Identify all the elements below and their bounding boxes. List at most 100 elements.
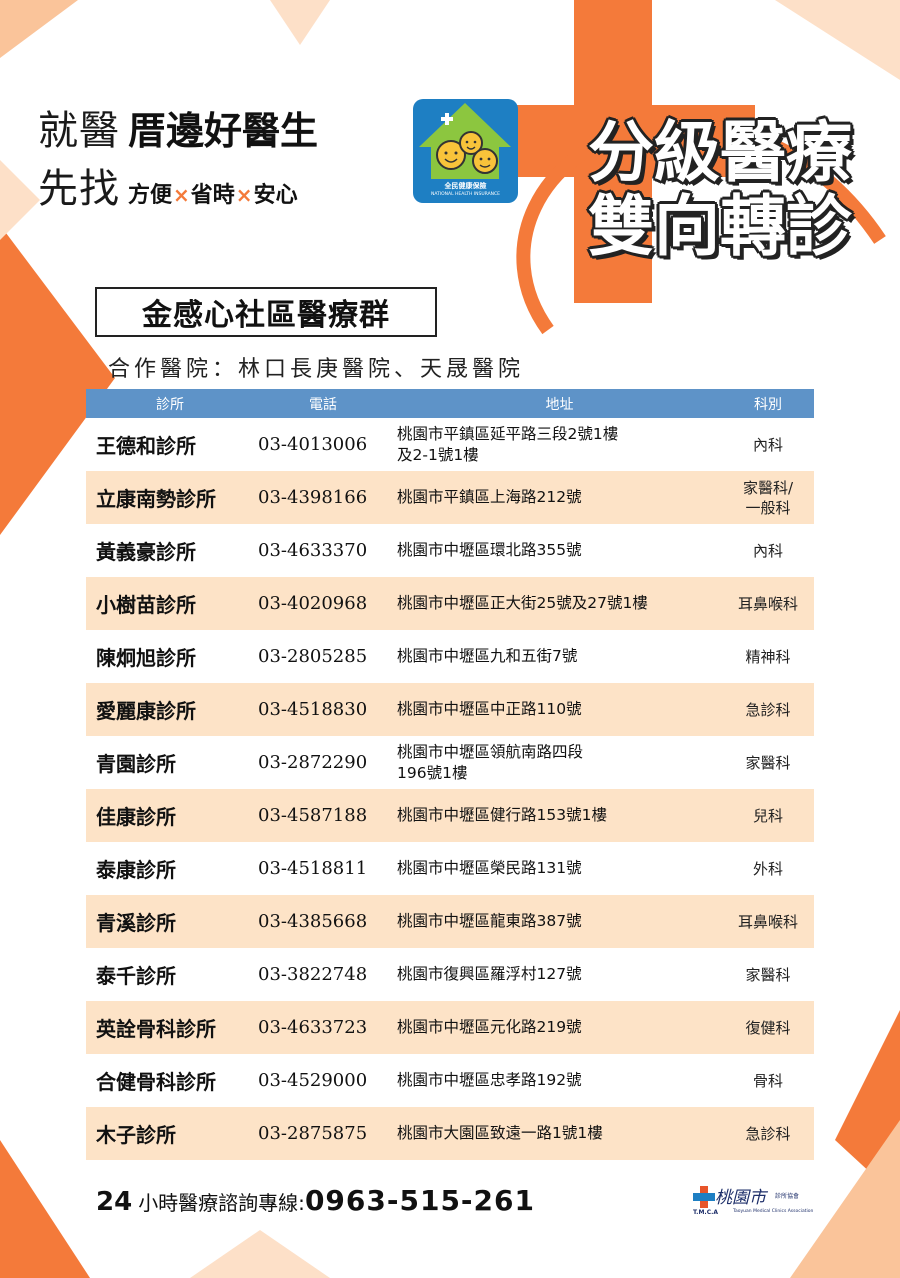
address-line-1: 桃園市中壢區忠孝路192號	[397, 1071, 582, 1089]
clinic-department: 家醫科	[722, 753, 814, 773]
clinic-name: 愛麗康診所	[96, 699, 196, 723]
clinic-name: 黃義豪診所	[96, 540, 196, 564]
clinic-phone: 03-4633370	[258, 540, 368, 561]
table-row: 青園診所 03-2872290 桃園市中壢區領航南路四段 196號1樓 家醫科	[86, 736, 814, 789]
address-line-2: 及2-1號1樓	[397, 445, 479, 464]
clinic-address: 桃園市中壢區正大街25號及27號1樓	[392, 593, 722, 614]
clinic-address: 桃園市中壢區中正路110號	[392, 699, 722, 720]
clinic-department: 精神科	[722, 647, 814, 667]
separator-icon: ×	[235, 183, 253, 207]
clinic-table: 診所 電話 地址 科別 王德和診所 03-4013006 桃園市平鎮區延平路三段2號…	[86, 389, 814, 1160]
clinic-address: 桃園市中壢區元化路219號	[392, 1017, 722, 1038]
department-line-1: 耳鼻喉科	[737, 912, 798, 931]
clinic-department: 家醫科	[722, 965, 814, 985]
clinic-address: 桃園市大園區致遠一路1號1樓	[392, 1123, 722, 1144]
table-row: 青溪診所 03-4385668 桃園市中壢區龍東路387號 耳鼻喉科	[86, 895, 814, 948]
department-line-1: 精神科	[745, 647, 791, 666]
clinic-address: 桃園市中壢區九和五街7號	[392, 646, 722, 667]
clinic-phone: 03-2805285	[258, 646, 368, 667]
department-line-1: 家醫科/	[742, 478, 794, 497]
clinic-phone: 03-4013006	[258, 434, 368, 455]
clinic-phone: 03-4529000	[258, 1070, 368, 1091]
clinic-address: 桃園市中壢區領航南路四段 196號1樓	[392, 742, 722, 784]
address-line-1: 桃園市中壢區領航南路四段	[397, 742, 584, 761]
department-line-1: 復健科	[745, 1018, 791, 1037]
department-line-1: 內科	[752, 435, 783, 454]
partner-hospitals: 合作醫院：林口長庚醫院、天晟醫院	[108, 357, 525, 382]
medical-cross-icon	[693, 1186, 715, 1208]
table-row: 陳炯旭診所 03-2805285 桃園市中壢區九和五街7號 精神科	[86, 630, 814, 683]
clinic-address: 桃園市中壢區健行路153號1樓	[392, 805, 722, 826]
clinic-address: 桃園市中壢區環北路355號	[392, 540, 722, 561]
main-title-line1: 分級醫療	[588, 114, 852, 191]
hotline-label: 小時醫療諮詢專線:	[138, 1191, 305, 1215]
header-phone: 電話	[309, 396, 337, 413]
department-line-1: 兒科	[752, 806, 783, 825]
clinic-department: 急診科	[722, 1124, 814, 1144]
nhi-logo-text: 全民健康保險	[444, 182, 487, 190]
address-line-1: 桃園市中壢區中正路110號	[397, 700, 582, 718]
clinic-name: 泰康診所	[96, 858, 176, 882]
group-name: 金感心社區醫療群	[142, 298, 390, 333]
nhi-logo-subtext: NATIONAL HEALTH INSURANCE	[430, 192, 501, 197]
address-line-1: 桃園市平鎮區延平路三段2號1樓	[397, 424, 619, 443]
address-line-1: 桃園市復興區羅浮村127號	[397, 965, 582, 983]
clinic-department: 兒科	[722, 806, 814, 826]
clinic-name: 泰千診所	[96, 964, 176, 988]
table-row: 泰千診所 03-3822748 桃園市復興區羅浮村127號 家醫科	[86, 948, 814, 1001]
clinic-name: 青溪診所	[96, 911, 176, 935]
slogan-prefix-1: 就醫	[38, 108, 120, 154]
clinic-department: 急診科	[722, 700, 814, 720]
clinic-address: 桃園市平鎮區上海路212號	[392, 487, 722, 508]
tag-peace-of-mind: 安心	[253, 183, 298, 208]
address-line-2: 196號1樓	[397, 763, 468, 782]
clinic-name: 陳炯旭診所	[96, 646, 196, 670]
tag-convenient: 方便	[128, 183, 173, 208]
header-department: 科別	[754, 396, 782, 413]
clinic-address: 桃園市中壢區龍東路387號	[392, 911, 722, 932]
clinic-address: 桃園市復興區羅浮村127號	[392, 964, 722, 985]
tag-time-saving: 省時	[190, 183, 235, 208]
address-line-1: 桃園市中壢區榮民路131號	[397, 859, 582, 877]
address-line-1: 桃園市中壢區健行路153號1樓	[397, 806, 607, 824]
main-title-line2: 雙向轉診	[588, 188, 852, 265]
clinic-name: 合健骨科診所	[96, 1070, 216, 1094]
address-line-1: 桃園市中壢區環北路355號	[397, 541, 582, 559]
clinic-department: 外科	[722, 859, 814, 879]
hotline: 24 小時醫療諮詢專線: 0963-515-261	[96, 1184, 535, 1217]
clinic-department: 耳鼻喉科	[722, 594, 814, 614]
department-line-2: 一般科	[745, 498, 791, 517]
clinic-phone: 03-4385668	[258, 911, 368, 932]
address-line-1: 桃園市中壢區九和五街7號	[397, 647, 578, 665]
header-address: 地址	[545, 396, 574, 413]
clinic-phone: 03-3822748	[258, 964, 368, 985]
table-row: 合健骨科診所 03-4529000 桃園市中壢區忠孝路192號 骨科	[86, 1054, 814, 1107]
department-line-1: 骨科	[752, 1071, 783, 1090]
department-line-1: 外科	[752, 859, 783, 878]
table-row: 王德和診所 03-4013006 桃園市平鎮區延平路三段2號1樓及2-1號1樓 內科	[86, 418, 814, 471]
tmca-name: 桃園市	[715, 1188, 766, 1208]
clinic-phone: 03-4518811	[258, 858, 368, 879]
clinic-phone: 03-2872290	[258, 752, 368, 773]
department-line-1: 家醫科	[745, 753, 791, 772]
clinic-name: 木子診所	[96, 1123, 176, 1147]
department-line-1: 耳鼻喉科	[737, 594, 798, 613]
clinic-name: 英詮骨科診所	[96, 1017, 216, 1041]
clinic-name: 王德和診所	[96, 434, 196, 458]
address-line-1: 桃園市中壢區龍東路387號	[397, 912, 582, 930]
separator-icon: ×	[173, 183, 190, 207]
slogan-prefix-2: 先找	[38, 166, 120, 212]
clinic-name: 小樹苗診所	[96, 593, 196, 617]
clinic-name: 青園診所	[96, 752, 176, 776]
hotline-hours: 24	[96, 1187, 133, 1217]
address-line-1: 桃園市大園區致遠一路1號1樓	[397, 1124, 603, 1142]
address-line-1: 桃園市中壢區正大街25號及27號1樓	[397, 594, 648, 612]
table-row: 泰康診所 03-4518811 桃園市中壢區榮民路131號 外科	[86, 842, 814, 895]
header-clinic: 診所	[156, 396, 184, 413]
